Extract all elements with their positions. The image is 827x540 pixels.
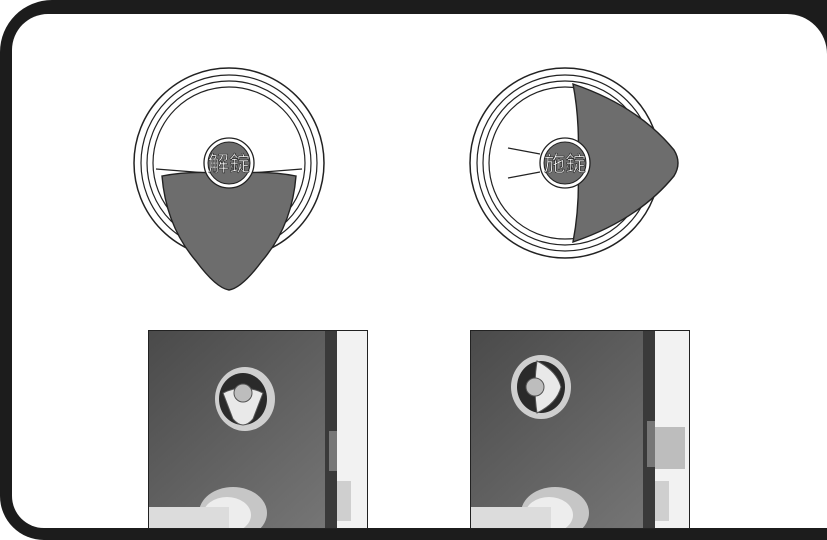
thumbturn-lever (162, 172, 296, 290)
locked-thumbturn-diagram: 施錠 (468, 66, 662, 298)
locked-door-photo (470, 330, 690, 529)
unlocked-door-photo (148, 330, 368, 529)
locked-label: 施錠 (544, 152, 586, 176)
unlocked-label: 解錠 (208, 152, 250, 176)
content-panel: 解錠 施錠 (12, 14, 827, 528)
unlocked-thumbturn-diagram: 解錠 (132, 66, 326, 298)
